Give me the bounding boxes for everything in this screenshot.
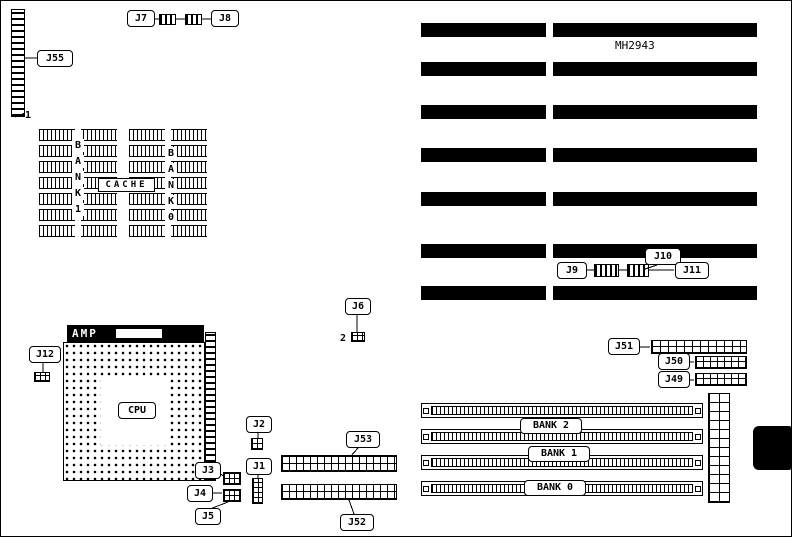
bank1-letter: B [72, 139, 84, 152]
jumper-j6 [351, 332, 365, 342]
connector-j50 [695, 356, 747, 369]
keyboard-connector [753, 426, 791, 470]
simm-latch-left [423, 460, 429, 466]
label-cpu: CPU [118, 402, 156, 419]
jumper-block-j10-j11 [627, 264, 649, 277]
cpu-socket [63, 342, 205, 481]
isa-slot-6 [421, 244, 757, 258]
cpu-side-connector [205, 332, 216, 481]
isa-slot-gap [546, 23, 553, 37]
label-j7: J7 [127, 10, 155, 27]
label-j49: J49 [658, 371, 690, 388]
connector-j52 [281, 484, 397, 500]
isa-slot-7 [421, 286, 757, 300]
jumper-j4-j5 [223, 489, 241, 502]
amp-window [116, 329, 162, 338]
connector-j51 [651, 340, 747, 354]
jumper-j12 [34, 372, 50, 382]
bank0-letter: 0 [165, 211, 177, 224]
isa-slot-1 [421, 23, 757, 37]
edge-connector-j55 [11, 9, 25, 117]
bank0-letter: B [165, 147, 177, 160]
jumper-j2 [251, 438, 263, 450]
simm-latch-left [423, 434, 429, 440]
label-j3: J3 [195, 462, 221, 479]
simm-latch-left [423, 486, 429, 492]
isa-slot-gap [546, 148, 553, 162]
label-j5: J5 [195, 508, 221, 525]
isa-slot-gap [546, 62, 553, 76]
simm-latch-right [695, 486, 701, 492]
label-bank0: BANK 0 [524, 480, 586, 496]
cache-label: CACHE [98, 178, 155, 192]
label-j53: J53 [346, 431, 380, 448]
label-j12: J12 [29, 346, 61, 363]
isa-slot-gap [546, 286, 553, 300]
label-j11: J11 [675, 262, 709, 279]
bank0-letter: A [165, 163, 177, 176]
isa-slot-3 [421, 105, 757, 119]
bank0-letter: N [165, 179, 177, 192]
simm-latch-right [695, 434, 701, 440]
jumper-block-j8 [185, 14, 202, 25]
label-j50: J50 [658, 353, 690, 370]
j55-pin1-marker: 1 [25, 110, 32, 121]
bank1-letter: A [72, 155, 84, 168]
j6-pin2-marker: 2 [340, 333, 347, 344]
isa-slot-gap [546, 244, 553, 258]
label-j10: J10 [645, 248, 681, 265]
connector-j53 [281, 455, 397, 472]
isa-slot-gap [546, 105, 553, 119]
bank1-letter: K [72, 187, 84, 200]
power-connector [708, 393, 730, 503]
bank1-letter: 1 [72, 203, 84, 216]
jumper-j3-j4 [223, 472, 241, 485]
label-j9: J9 [557, 262, 587, 279]
label-j2: J2 [246, 416, 272, 433]
label-j52: J52 [340, 514, 374, 531]
isa-slot-2 [421, 62, 757, 76]
jumper-block-j7 [159, 14, 176, 25]
label-j8: J8 [211, 10, 239, 27]
bank0-letter: K [165, 195, 177, 208]
simm-contacts [431, 406, 693, 415]
isa-slot-4 [421, 148, 757, 162]
simm-latch-left [423, 408, 429, 414]
jumper-block-j9-j10 [594, 264, 619, 277]
connector-j49 [695, 373, 747, 386]
simm-latch-right [695, 460, 701, 466]
board-model-label: MH2943 [615, 39, 655, 52]
label-j51: J51 [608, 338, 640, 355]
label-j4: J4 [187, 485, 213, 502]
simm-slot-1 [421, 403, 703, 418]
simm-latch-right [695, 408, 701, 414]
connector-j1 [252, 478, 263, 504]
label-j55: J55 [37, 50, 73, 67]
isa-slot-5 [421, 192, 757, 206]
label-j1: J1 [246, 458, 272, 475]
label-j6: J6 [345, 298, 371, 315]
isa-slot-gap [546, 192, 553, 206]
bank1-letter: N [72, 171, 84, 184]
label-bank1: BANK 1 [528, 446, 590, 462]
label-bank2: BANK 2 [520, 418, 582, 434]
